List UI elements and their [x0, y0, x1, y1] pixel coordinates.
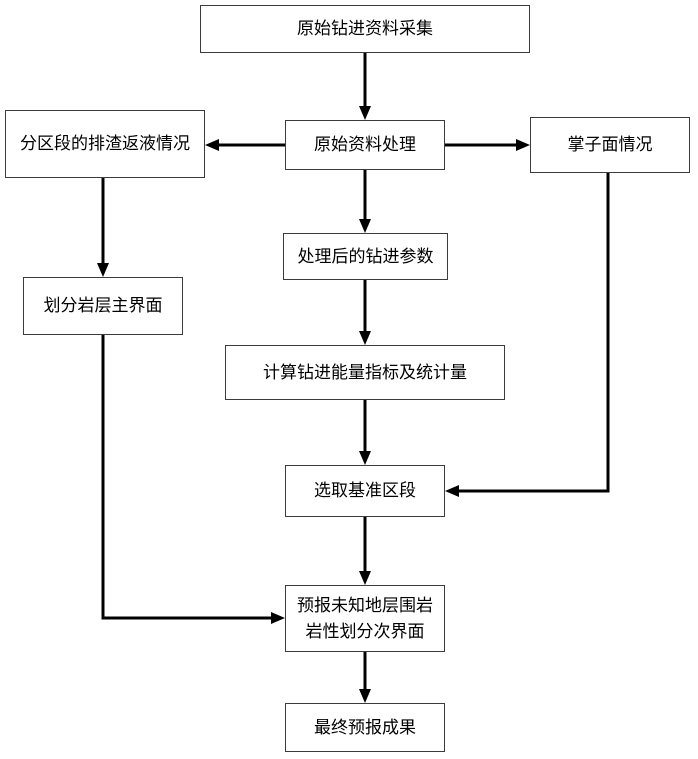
node-segment-slag-return: 分区段的排渣返液情况	[5, 110, 205, 178]
node-label: 分区段的排渣返液情况	[20, 131, 190, 157]
node-label: 掌子面情况	[568, 132, 653, 158]
node-label: 处理后的钻进参数	[298, 244, 434, 270]
node-final-forecast-result: 最终预报成果	[285, 703, 445, 752]
node-tunnel-face-condition: 掌子面情况	[530, 117, 690, 173]
node-raw-data-processing: 原始资料处理	[285, 120, 445, 170]
node-main-stratum-interface: 划分岩层主界面	[23, 277, 183, 335]
node-label-line-1: 预报未知地层围岩	[297, 593, 433, 619]
node-baseline-segment-selection: 选取基准区段	[285, 465, 445, 517]
node-label-line-2: 岩性划分次界面	[306, 619, 425, 645]
node-label: 最终预报成果	[314, 715, 416, 741]
node-label: 划分岩层主界面	[44, 293, 163, 319]
node-processed-drilling-parameters: 处理后的钻进参数	[283, 233, 448, 280]
arrow-tunnel-face-to-baseline-segment	[455, 173, 608, 491]
node-label: 原始资料处理	[314, 132, 416, 158]
node-forecast-secondary-interface: 预报未知地层围岩 岩性划分次界面	[285, 585, 445, 652]
node-energy-index-calculation: 计算钻进能量指标及统计量	[225, 345, 505, 400]
node-label: 原始钻进资料采集	[297, 16, 433, 42]
node-raw-drilling-data-collection: 原始钻进资料采集	[200, 5, 530, 53]
node-label: 选取基准区段	[314, 478, 416, 504]
node-label: 计算钻进能量指标及统计量	[263, 360, 467, 386]
